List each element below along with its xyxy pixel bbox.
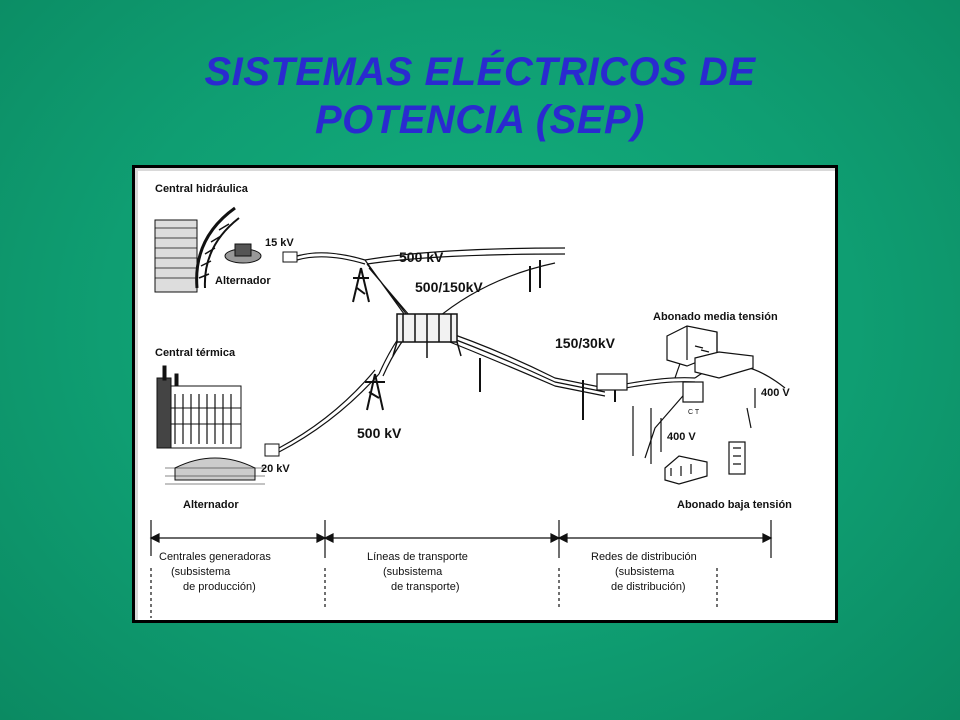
substation-500-150: [392, 313, 462, 358]
distribution-poles: [632, 388, 756, 464]
section-distribution-line-3: de distribución): [611, 581, 686, 593]
medium-voltage-buildings: [666, 325, 754, 379]
diagram-canvas: 500 kV 500/150kV 150/30kV 500 kV 400 V 4…: [149, 183, 792, 618]
section-distribution-line-2: (subsistema: [615, 566, 675, 578]
section-transport-line-1: Líneas de transporte: [367, 551, 468, 563]
hydro-plant-drawing: [154, 206, 298, 293]
voltage-500kv-top: 500 kV: [399, 249, 444, 265]
section-distribution-line-1: Redes de distribución: [591, 551, 697, 563]
section-transport-line-2: (subsistema: [383, 566, 443, 578]
voltage-500-150kv: 500/150kV: [415, 279, 483, 295]
slide-title: SISTEMAS ELÉCTRICOS DE POTENCIA (SEP): [0, 48, 960, 144]
section-generation-line-2: (subsistema: [171, 566, 231, 578]
label-thermal-plant: Central térmica: [155, 347, 236, 359]
section-distribution: Redes de distribución (subsistema de dis…: [591, 551, 697, 593]
title-line-1: SISTEMAS ELÉCTRICOS DE: [204, 50, 756, 94]
voltage-150-30kv: 150/30kV: [555, 335, 616, 351]
section-dimension-line: [149, 520, 773, 618]
section-transport: Líneas de transporte (subsistema de tran…: [367, 551, 468, 593]
section-transport-line-3: de transporte): [391, 581, 459, 593]
title-line-2: POTENCIA (SEP): [315, 98, 645, 142]
voltage-400v-mid: 400 V: [667, 431, 696, 443]
label-alternator-top: Alternador: [215, 275, 271, 287]
low-voltage-buildings: [664, 407, 752, 485]
voltage-500kv-bottom: 500 kV: [357, 425, 402, 441]
voltage-20kv: 20 kV: [261, 463, 290, 475]
section-generation: Centrales generadoras (subsistema de pro…: [159, 551, 271, 593]
ct-transformer-drawing: [682, 381, 704, 403]
section-generation-line-3: de producción): [183, 581, 256, 593]
voltage-15kv: 15 kV: [265, 237, 294, 249]
section-generation-line-1: Centrales generadoras: [159, 551, 271, 563]
label-alternator-bottom: Alternador: [183, 499, 239, 511]
thermal-plant-drawing: [156, 365, 280, 485]
voltage-400v-right: 400 V: [761, 387, 790, 399]
label-ct: C T: [688, 409, 700, 416]
label-hydro-plant: Central hidráulica: [155, 183, 249, 195]
label-low-subscriber: Abonado baja tensión: [677, 499, 792, 511]
substation-150-30: [596, 373, 628, 391]
label-medium-subscriber: Abonado media tensión: [653, 311, 778, 323]
power-system-diagram: 500 kV 500/150kV 150/30kV 500 kV 400 V 4…: [132, 165, 838, 623]
